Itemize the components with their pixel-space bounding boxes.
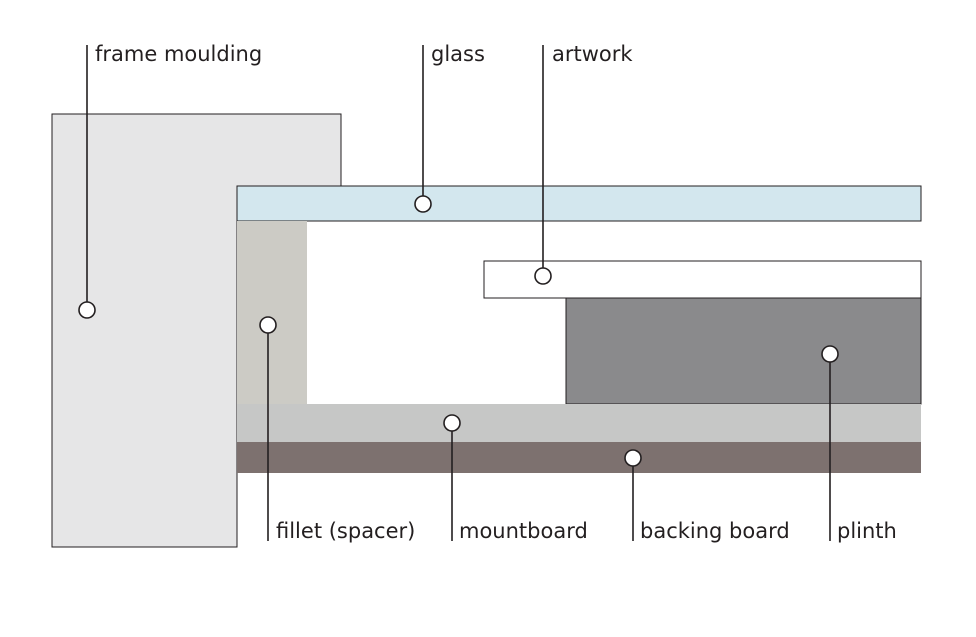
mountboard-marker	[443, 414, 461, 432]
plinth-marker	[821, 345, 839, 363]
mountboard-shape	[237, 404, 921, 442]
artwork-label: artwork	[552, 42, 633, 66]
backing-board-shape	[237, 442, 921, 473]
fillet-marker	[259, 316, 277, 334]
plinth-shape	[565, 297, 922, 405]
glass-shape	[236, 185, 922, 222]
mountboard-label: mountboard	[459, 519, 588, 543]
artwork-marker	[534, 267, 552, 285]
frame-moulding-marker	[78, 301, 96, 319]
artwork-shape	[483, 260, 922, 299]
frame-moulding-label: frame moulding	[95, 42, 262, 66]
glass-label: glass	[431, 42, 485, 66]
plinth-label: plinth	[837, 519, 897, 543]
glass-marker	[414, 195, 432, 213]
backing-board-marker	[624, 449, 642, 467]
backing-board-label: backing board	[640, 519, 790, 543]
fillet-shape	[237, 221, 307, 404]
fillet-label: fillet (spacer)	[276, 519, 415, 543]
